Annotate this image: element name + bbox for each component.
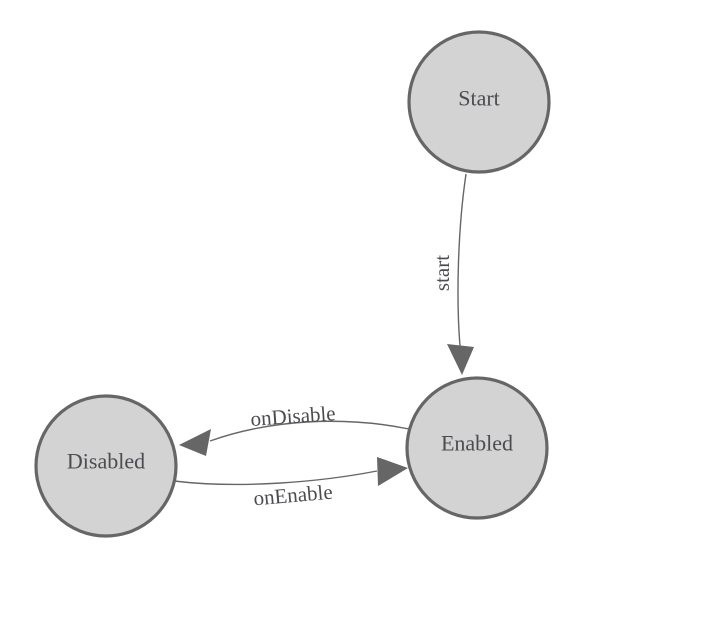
- edge-enabled-to-disabled: onDisable: [179, 401, 410, 456]
- edge-disabled-to-enabled-line: [173, 470, 378, 486]
- start-node-circle[interactable]: [407, 30, 551, 174]
- disabled-node-circle[interactable]: [34, 394, 178, 538]
- state-node-enabled[interactable]: Enabled: [405, 376, 549, 520]
- edge-start-to-enabled: start: [430, 173, 474, 375]
- edge-label-start: start: [430, 255, 454, 291]
- state-node-start[interactable]: Start: [407, 30, 551, 174]
- enabled-node-label: Enabled: [441, 431, 513, 456]
- edge-label-ondisable: onDisable: [250, 401, 337, 431]
- edge-disabled-to-enabled: onEnable: [173, 457, 408, 510]
- disabled-node-label: Disabled: [67, 449, 145, 474]
- state-node-disabled[interactable]: Disabled: [34, 394, 178, 538]
- edge-enabled-to-disabled-line: [209, 420, 410, 442]
- edge-start-to-enabled-arrowhead-icon: [447, 344, 474, 375]
- edge-start-to-enabled-line: [457, 173, 467, 347]
- start-node-label: Start: [458, 86, 500, 111]
- enabled-node-circle[interactable]: [405, 376, 549, 520]
- edge-enabled-to-disabled-arrowhead-icon: [179, 429, 211, 456]
- edge-disabled-to-enabled-arrowhead-icon: [377, 457, 408, 486]
